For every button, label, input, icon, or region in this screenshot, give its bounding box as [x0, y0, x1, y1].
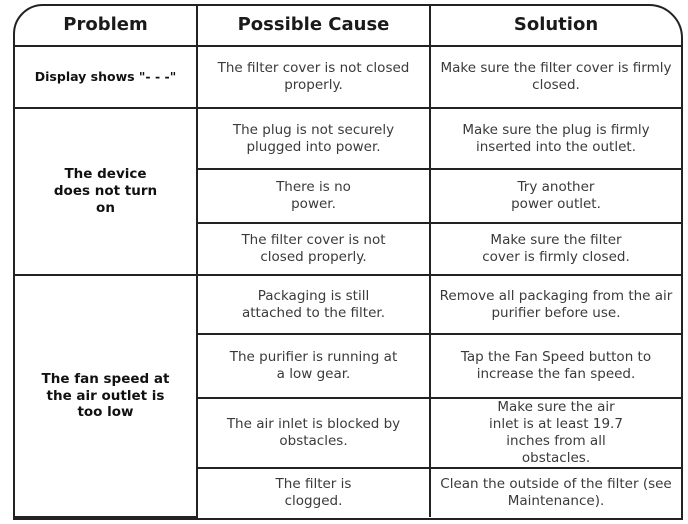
- header-problem: Problem: [15, 6, 198, 47]
- solution-cell: Clean the outside of the filter (see Mai…: [429, 466, 681, 517]
- problem-cell: Display shows "- - -": [15, 45, 198, 109]
- solution-cell: Make sure the air inlet is at least 19.7…: [429, 397, 681, 469]
- solution-cell: Make sure the filter cover is firmly clo…: [429, 45, 681, 109]
- table-row: The fan speed at the air outlet is too l…: [15, 274, 681, 518]
- problem-cell: The device does not turn on: [15, 107, 198, 276]
- solution-cell: Remove all packaging from the air purifi…: [429, 274, 681, 335]
- table-row: There is no power. Try another power out…: [15, 168, 681, 224]
- cause-cell: The filter is clogged.: [197, 466, 431, 517]
- table-row: The filter cover is not closed properly.…: [15, 222, 681, 276]
- solution-cell: Try another power outlet.: [429, 168, 681, 224]
- solution-cell: Tap the Fan Speed button to increase the…: [429, 333, 681, 399]
- cause-cell: The plug is not securely plugged into po…: [196, 107, 431, 170]
- header-row: Problem Possible Cause Solution: [15, 6, 681, 47]
- header-solution: Solution: [429, 6, 681, 47]
- problem-cell: The fan speed at the air outlet is too l…: [15, 274, 198, 518]
- solution-cell: Make sure the filter cover is firmly clo…: [429, 222, 681, 276]
- cause-cell: Packaging is still attached to the filte…: [196, 274, 431, 335]
- table-row: The purifier is running at a low gear. T…: [15, 333, 681, 399]
- cause-cell: The air inlet is blocked by obstacles.: [197, 397, 431, 469]
- cause-cell: There is no power.: [197, 168, 431, 224]
- troubleshooting-table: Problem Possible Cause Solution Display …: [13, 4, 683, 520]
- cause-cell: The filter cover is not closed properly.: [196, 45, 431, 109]
- table-row: The air inlet is blocked by obstacles. M…: [15, 397, 681, 469]
- table-row: The filter is clogged. Clean the outside…: [15, 466, 681, 517]
- table-row: The device does not turn on The plug is …: [15, 107, 681, 276]
- cause-cell: The purifier is running at a low gear.: [197, 333, 431, 399]
- cause-cell: The filter cover is not closed properly.: [197, 222, 431, 276]
- header-possible-cause: Possible Cause: [196, 6, 431, 47]
- solution-cell: Make sure the plug is firmly inserted in…: [429, 107, 681, 170]
- table-row: Display shows "- - -" The filter cover i…: [15, 45, 681, 109]
